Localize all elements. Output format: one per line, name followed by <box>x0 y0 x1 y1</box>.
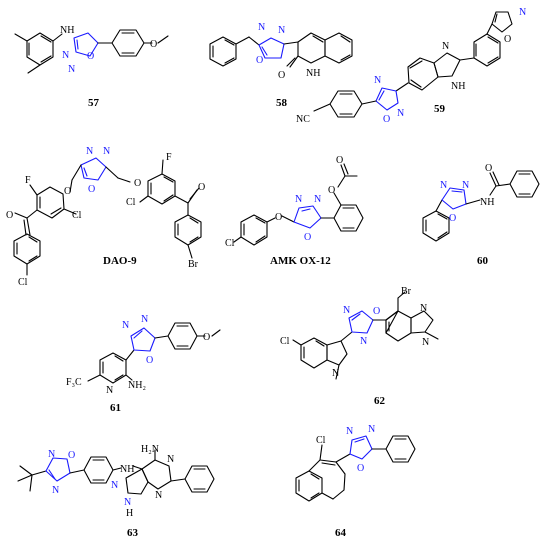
atom-label-nc: NC <box>296 114 310 125</box>
structure-59 <box>313 11 513 118</box>
atom-label-n: N <box>314 194 321 205</box>
atom-label-o: O <box>383 114 390 125</box>
compound-label-58: 58 <box>276 97 288 109</box>
atom-label-nh: NH <box>60 25 74 36</box>
atom-label-n: N <box>122 320 129 331</box>
atom-label-o: O <box>68 450 75 461</box>
compound-label-59: 59 <box>434 103 446 115</box>
atom-label-o: O <box>203 332 210 343</box>
atom-label-o: O <box>64 186 71 197</box>
atom-label-o: O <box>6 210 13 221</box>
atom-label-n: N <box>86 146 93 157</box>
atom-label-o: O <box>275 212 282 223</box>
atom-label-n: N <box>346 426 353 437</box>
atom-label-n: N <box>68 64 75 75</box>
atom-label-n: N <box>519 7 526 18</box>
atom-label-o: O <box>134 178 141 189</box>
atom-label-n: N <box>360 336 367 347</box>
atom-label-cl: Cl <box>280 336 290 347</box>
atom-label-n: N <box>343 305 350 316</box>
atom-label-n: N <box>103 146 110 157</box>
compound-label-57: 57 <box>88 97 100 109</box>
atom-label-cl: Cl <box>126 197 136 208</box>
atom-label-f: F <box>166 152 172 163</box>
atom-label-o: O <box>504 34 511 45</box>
atom-label-n: N <box>295 194 302 205</box>
atom-label-o: O <box>256 55 263 66</box>
atom-label-o: O <box>328 185 335 196</box>
atom-label-o: O <box>198 182 205 193</box>
structure-62 <box>292 291 439 380</box>
atom-label-n: N <box>368 424 375 435</box>
atom-label-n: N <box>397 108 404 119</box>
atom-label-br: Br <box>188 259 199 270</box>
compound-label-61: 61 <box>110 402 121 414</box>
structure-58 <box>209 32 353 68</box>
atom-label-n: N <box>422 337 429 348</box>
atom-label-cl: Cl <box>316 435 326 446</box>
atom-label-f: F <box>25 175 31 186</box>
structure-dao-9 <box>13 157 202 276</box>
atom-label-o: O <box>146 355 153 366</box>
atom-label-nh: NH <box>120 464 134 475</box>
structure-57 <box>14 29 169 74</box>
atom-label-nh: NH <box>480 197 494 208</box>
atom-label-n: N <box>106 385 113 396</box>
atom-label-o: O <box>373 306 380 317</box>
atom-label-cl: Cl <box>225 238 235 249</box>
atom-label-nh2: NH₂ <box>128 380 146 391</box>
atom-label-h2n: H₂N <box>141 444 159 455</box>
compound-label-dao-9: DAO-9 <box>103 255 137 267</box>
atom-label-o: O <box>150 39 157 50</box>
atom-label-o: O <box>357 463 364 474</box>
atom-label-n: N <box>374 75 381 86</box>
atom-label-n: N <box>48 449 55 460</box>
atom-label-n: N <box>52 485 59 496</box>
atom-label-n: N <box>111 480 118 491</box>
structure-63 <box>17 449 215 495</box>
atom-label-n: N <box>420 303 427 314</box>
atom-label-n: N <box>258 22 265 33</box>
structure-60 <box>422 170 540 242</box>
atom-label-n: N <box>155 490 162 501</box>
atom-label-nh: NH <box>306 68 320 79</box>
atom-label-f3c: F₃C <box>66 377 82 388</box>
compound-label-64: 64 <box>335 527 347 539</box>
compound-label-60: 60 <box>477 255 489 267</box>
atom-label-h: H <box>126 508 133 519</box>
atom-label-n: N <box>332 368 339 379</box>
atom-label-o: O <box>87 51 94 62</box>
atom-label-n: N <box>442 41 449 52</box>
atom-label-cl: Cl <box>18 277 28 288</box>
atom-label-o: O <box>449 213 456 224</box>
compound-label-amk-ox-12: AMK OX-12 <box>270 255 331 267</box>
atom-label-n: N <box>141 314 148 325</box>
atom-label-o: O <box>336 155 343 166</box>
compound-label-63: 63 <box>127 527 139 539</box>
atom-label-o: O <box>88 184 95 195</box>
atom-label-n: N <box>278 25 285 36</box>
atom-label-n: N <box>62 50 69 61</box>
atom-label-cl: Cl <box>72 210 82 221</box>
structure-61 <box>87 322 221 384</box>
atom-label-o: O <box>485 163 492 174</box>
atom-label-n: N <box>440 180 447 191</box>
atom-label-n: N <box>167 454 174 465</box>
atom-label-n: N <box>462 180 469 191</box>
structure-64 <box>295 435 416 502</box>
atom-label-o: O <box>304 232 311 243</box>
atom-label-nh: NH <box>451 81 465 92</box>
atom-label-o: O <box>278 70 285 81</box>
atom-label-n: N <box>124 497 131 508</box>
structure-amk-ox-12 <box>233 163 364 246</box>
compound-label-62: 62 <box>374 395 386 407</box>
atom-label-br: Br <box>401 286 412 297</box>
